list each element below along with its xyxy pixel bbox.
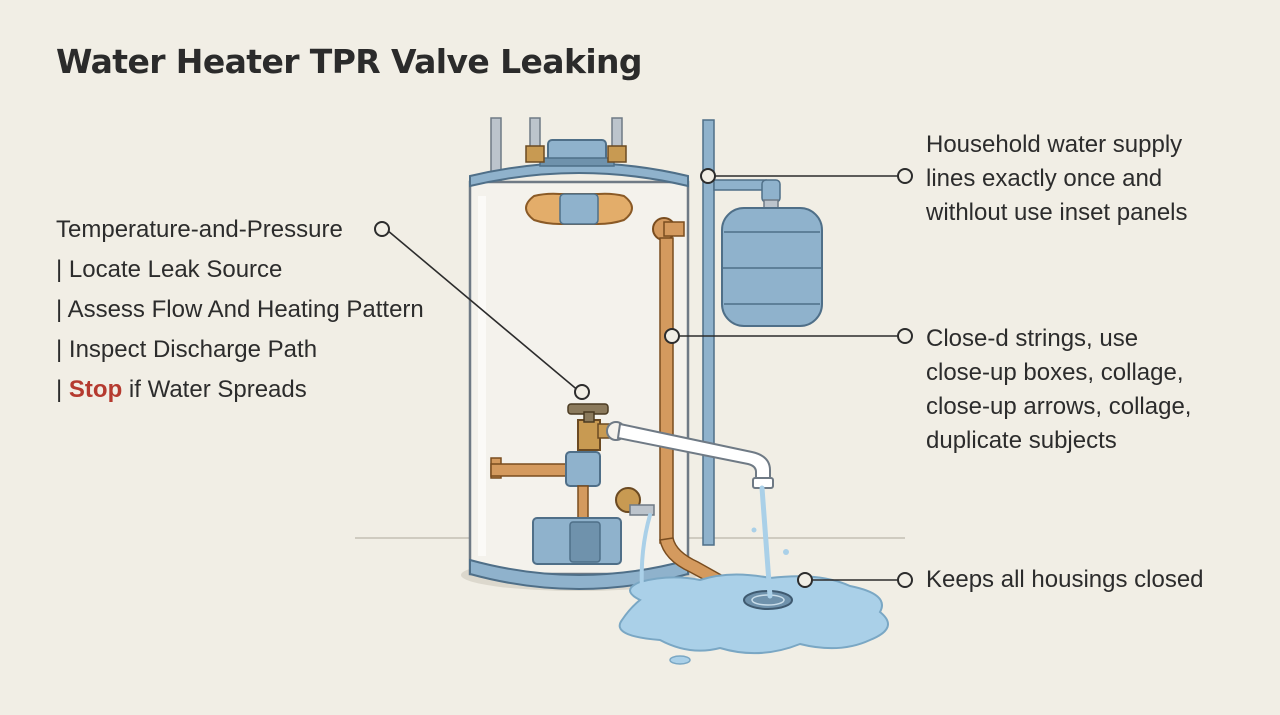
lower-horizontal-pipe <box>490 463 574 477</box>
expansion-tank-elbow <box>761 179 781 203</box>
callout-supply-line: Household water supply <box>926 131 1183 158</box>
tpr-valve-body <box>577 419 601 451</box>
copper-pipe-top-stub <box>663 221 685 237</box>
callout-strings-line: Close-d strings, use <box>926 325 1139 352</box>
drain-valve-outlet <box>629 504 655 516</box>
left-step-list: Temperature-and-Pressure | Locate Leak S… <box>56 210 424 410</box>
left-step-stop-rest: if Water Spreads <box>122 376 307 403</box>
marker-strings-label <box>897 328 913 344</box>
discharge-water-stream <box>759 485 773 599</box>
water-droplet-1 <box>783 549 789 555</box>
top-right-pipe <box>611 117 623 151</box>
marker-puddle <box>797 572 813 588</box>
marker-housings-label <box>897 572 913 588</box>
top-left-pipe <box>529 117 541 151</box>
burner-control <box>569 521 601 563</box>
callout-supply-lines: Household water supply lines exactly onc… <box>926 128 1188 230</box>
marker-supply-label <box>897 168 913 184</box>
callout-strings-line: close-up arrows, collage, <box>926 393 1192 420</box>
gas-valve-body <box>565 451 601 487</box>
callout-supply-line: lines exactly once and <box>926 165 1163 192</box>
callout-strings-line: close-up boxes, collage, <box>926 359 1184 386</box>
callout-housings: Keeps all housings closed <box>926 563 1204 597</box>
expansion-tank-connector <box>713 179 767 191</box>
left-step-stop: | Stop if Water Spreads <box>56 370 424 410</box>
left-step-locate: | Locate Leak Source <box>56 256 283 283</box>
diagram-title: Water Heater TPR Valve Leaking <box>56 42 643 81</box>
left-step-inspect: | Inspect Discharge Path <box>56 336 318 363</box>
callout-strings: Close-d strings, use close-up boxes, col… <box>926 322 1191 458</box>
callout-supply-line: withlout use inset panels <box>926 199 1188 226</box>
tank-base <box>469 558 689 590</box>
water-puddle <box>618 573 889 655</box>
callout-housings-line: Keeps all housings closed <box>926 566 1204 593</box>
water-drip-small <box>669 655 691 665</box>
top-right-fitting <box>607 145 627 163</box>
left-step-stop-bar: | <box>56 376 69 403</box>
stop-highlight: Stop <box>68 376 123 403</box>
expansion-tank <box>721 207 823 327</box>
left-step-assess: | Assess Flow And Heating Pattern <box>56 296 424 323</box>
callout-strings-line: duplicate subjects <box>926 427 1117 454</box>
top-left-fitting <box>525 145 545 163</box>
leader-line-tpr <box>386 229 581 393</box>
tank-label-center <box>559 193 599 225</box>
copper-discharge-pipe <box>659 237 674 544</box>
drain-leak-stream <box>639 513 652 592</box>
water-droplet-2 <box>751 527 757 533</box>
tank-top <box>469 162 689 188</box>
right-supply-pipe <box>702 119 715 546</box>
marker-tpr-valve <box>574 384 590 400</box>
tpr-valve-stem <box>583 411 595 423</box>
marker-supply-pipe <box>700 168 716 184</box>
marker-copper-pipe <box>664 328 680 344</box>
tank-highlight <box>478 196 486 556</box>
vent-base <box>539 157 615 167</box>
marker-tpr-label <box>374 221 390 237</box>
left-step-heading: Temperature-and-Pressure <box>56 216 343 243</box>
